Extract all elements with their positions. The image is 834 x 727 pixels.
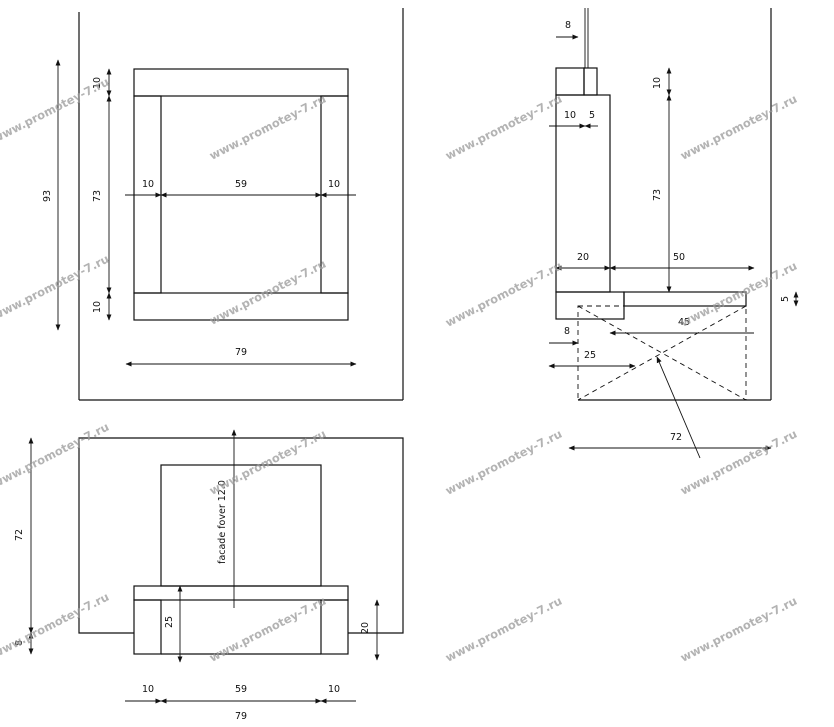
watermark-4: www.promotey-7.ru bbox=[678, 92, 799, 163]
facade-label: facade fover 12.0 bbox=[217, 480, 228, 564]
dim-plan-left-10-label: 10 bbox=[142, 684, 154, 695]
front-view: 93 10 73 10 10 59 10 79 bbox=[42, 8, 404, 401]
dim-plan-25-label: 25 bbox=[164, 616, 175, 628]
watermark-16: www.promotey-7.ru bbox=[678, 594, 799, 665]
dim-bottom-rail-label: 10 bbox=[92, 301, 103, 313]
watermark-1: www.promotey-7.ru bbox=[0, 75, 111, 146]
dim-w5-label: 5 bbox=[589, 110, 595, 121]
dim-w72-label: 72 bbox=[670, 432, 682, 443]
dim-h73-label: 73 bbox=[652, 189, 663, 201]
watermark-2: www.promotey-7.ru bbox=[207, 92, 328, 163]
plan-cabinet-outline bbox=[78, 437, 404, 634]
dim-total-width-label: 79 bbox=[235, 347, 247, 358]
top-rail bbox=[133, 68, 349, 97]
left-stile bbox=[133, 95, 162, 294]
stile-section-hatched bbox=[555, 67, 585, 96]
watermark-10: www.promotey-7.ru bbox=[207, 427, 328, 498]
dashed-box bbox=[577, 305, 747, 401]
plan-right-stile bbox=[320, 599, 349, 655]
dim-top-8-label: 8 bbox=[565, 20, 571, 31]
dim-plan-right-10-label: 10 bbox=[328, 684, 340, 695]
rail-section-hatched bbox=[555, 291, 625, 320]
bottom-rail bbox=[133, 292, 349, 321]
dim-plan-59-label: 59 bbox=[235, 684, 247, 695]
dim-h10-label: 10 bbox=[652, 77, 663, 89]
dim-opening-label: 73 bbox=[92, 190, 103, 202]
watermark-13: www.promotey-7.ru bbox=[0, 590, 111, 661]
dim-h5-label: 5 bbox=[780, 296, 791, 302]
dim-w45-label: 45 bbox=[678, 317, 690, 328]
plan-rail-front bbox=[133, 585, 349, 601]
dim-plan-79-label: 79 bbox=[235, 711, 247, 722]
panel-edge-section bbox=[583, 67, 598, 96]
plan-left-stile bbox=[133, 599, 162, 655]
dim-plan-72-label: 72 bbox=[14, 529, 25, 541]
watermark-9: www.promotey-7.ru bbox=[0, 420, 111, 491]
dim-w8-label: 8 bbox=[564, 326, 570, 337]
dim-w20-label: 20 bbox=[577, 252, 589, 263]
dim-w25-label: 25 bbox=[584, 350, 596, 361]
section-view: 8 10 5 10 73 20 50 5 8 45 25 72 bbox=[548, 8, 799, 459]
dim-plan-20-label: 20 bbox=[360, 622, 371, 634]
watermarks: www.promotey-7.ru www.promotey-7.ru www.… bbox=[0, 75, 799, 665]
dim-w10-label: 10 bbox=[564, 110, 576, 121]
watermark-15: www.promotey-7.ru bbox=[443, 594, 564, 665]
pointer-arrow bbox=[656, 356, 701, 459]
dim-right-stile-label: 10 bbox=[328, 179, 340, 190]
dim-inner-width-label: 59 bbox=[235, 179, 247, 190]
dim-left-stile-label: 10 bbox=[142, 179, 154, 190]
watermark-8: www.promotey-7.ru bbox=[678, 259, 799, 330]
watermark-11: www.promotey-7.ru bbox=[443, 427, 564, 498]
watermark-12: www.promotey-7.ru bbox=[678, 427, 799, 498]
panel-section-dotted bbox=[623, 291, 747, 307]
dim-w50-label: 50 bbox=[673, 252, 685, 263]
dim-top-rail-label: 10 bbox=[92, 77, 103, 89]
watermark-3: www.promotey-7.ru bbox=[443, 92, 564, 163]
watermark-7: www.promotey-7.ru bbox=[443, 259, 564, 330]
plan-view: facade fover 12.0 72 8 25 20 10 59 10 79 bbox=[14, 429, 404, 722]
watermark-6: www.promotey-7.ru bbox=[207, 257, 328, 328]
dim-plan-8-label: 8 bbox=[14, 640, 25, 646]
dim-93-label: 93 bbox=[42, 190, 53, 202]
